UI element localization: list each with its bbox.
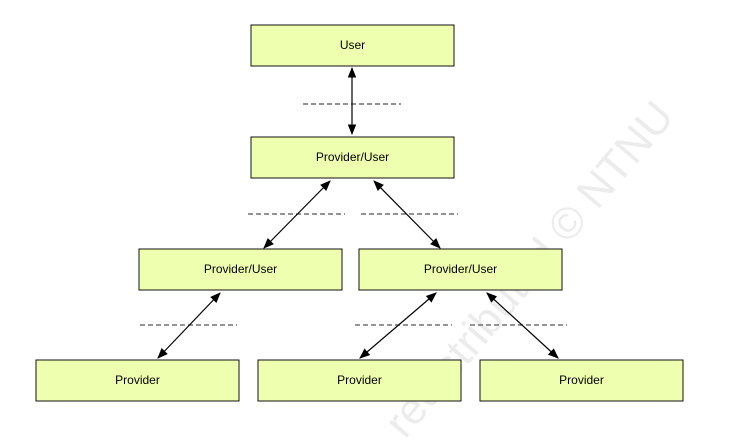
node-provider-3: Provider [479, 359, 684, 402]
node-box [479, 359, 684, 402]
node-provider-1: Provider [35, 359, 240, 402]
connector-left-provider [157, 292, 221, 359]
node-box [35, 359, 240, 402]
connector-top-right [373, 180, 441, 249]
connector-right-provider-middle [359, 292, 437, 359]
node-box [358, 248, 563, 291]
node-label: Provider [115, 373, 160, 387]
node-label: Provider [337, 373, 382, 387]
node-box [257, 359, 462, 402]
node-user: User [250, 24, 455, 67]
node-provider-user-top: Provider/User [250, 136, 455, 179]
connector-top-left [263, 180, 331, 249]
node-label: Provider/User [316, 150, 389, 164]
node-label: Provider/User [204, 262, 277, 276]
node-provider-2: Provider [257, 359, 462, 402]
connector-right-provider-right [486, 292, 559, 359]
node-label: Provider/User [424, 262, 497, 276]
node-box [250, 136, 455, 179]
node-box [250, 24, 455, 67]
node-box [138, 248, 343, 291]
node-label: User [340, 38, 365, 52]
node-provider-user-right: Provider/User [358, 248, 563, 291]
connectors [157, 66, 559, 359]
node-provider-user-left: Provider/User [138, 248, 343, 291]
node-label: Provider [559, 373, 604, 387]
